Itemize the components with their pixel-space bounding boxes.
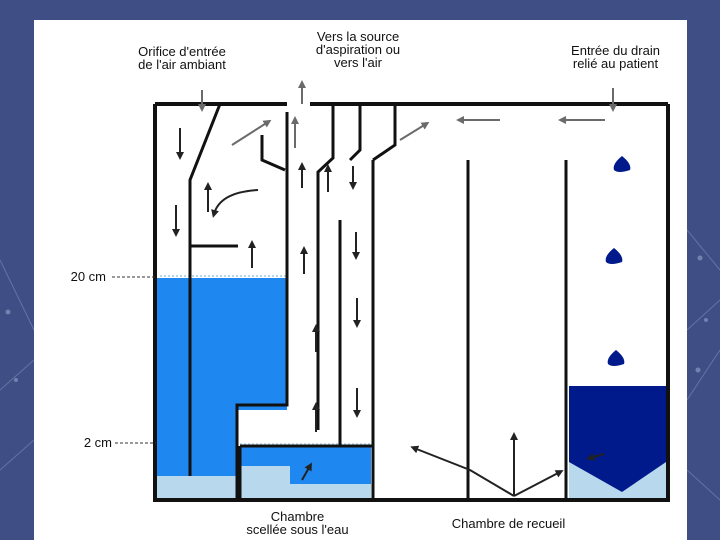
label-level-20cm: 20 cm <box>70 269 106 284</box>
label-drain: Entrée du drain relié au patient <box>571 43 660 71</box>
container-walls <box>153 102 670 502</box>
label-level-2cm: 2 cm <box>83 435 112 450</box>
label-collection-chamber: Chambre de recueil <box>451 516 566 531</box>
label-source: Vers la source d'aspiration ou vers l'ai… <box>315 29 401 70</box>
water-seal-fluid <box>157 275 371 498</box>
collection-fluid <box>569 386 666 498</box>
drop-icon <box>605 156 631 366</box>
label-orifice: Orifice d'entrée de l'air ambiant <box>138 44 226 72</box>
label-water-seal-chamber: Chambre scellée sous l'eau <box>246 509 349 537</box>
